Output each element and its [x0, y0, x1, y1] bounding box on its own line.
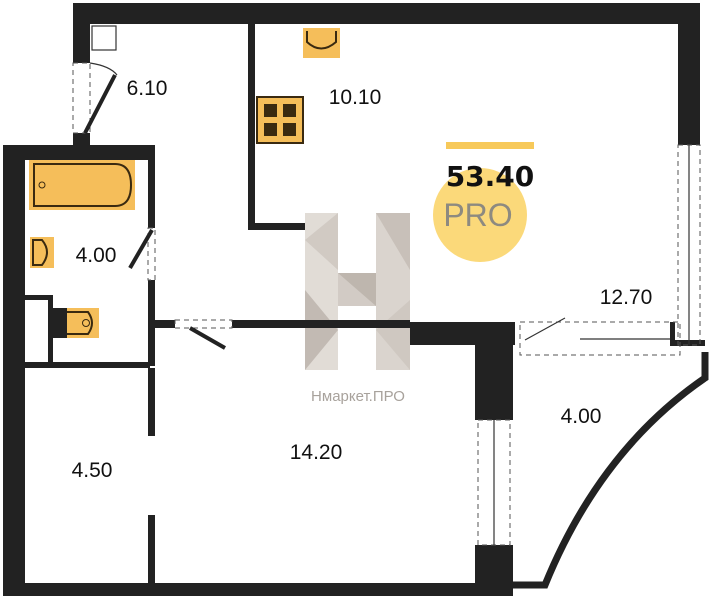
area-living-room: 12.70 [600, 286, 653, 309]
area-storage: 4.50 [72, 459, 113, 482]
area-hallway: 6.10 [127, 77, 168, 100]
kitchen-sink-icon [303, 28, 340, 58]
washbasin-icon [30, 237, 54, 268]
accent-bar [446, 142, 534, 149]
logo-h-icon [305, 213, 410, 370]
bathtub-icon [29, 160, 135, 210]
storage-box [91, 25, 117, 51]
area-kitchen: 10.10 [329, 86, 382, 109]
area-balcony: 4.00 [561, 405, 602, 428]
area-bedroom: 14.20 [290, 441, 343, 464]
area-bathroom: 4.00 [76, 244, 117, 267]
pro-badge-text: PRO [443, 197, 512, 233]
stove-icon [256, 96, 304, 144]
openings [72, 62, 701, 546]
toilet-icon [52, 308, 99, 338]
total-area: 53.40 [446, 160, 535, 193]
walls [3, 3, 709, 596]
pro-badge-circle [433, 168, 527, 262]
watermark-text: Нмаркет.ПРО [311, 388, 405, 405]
